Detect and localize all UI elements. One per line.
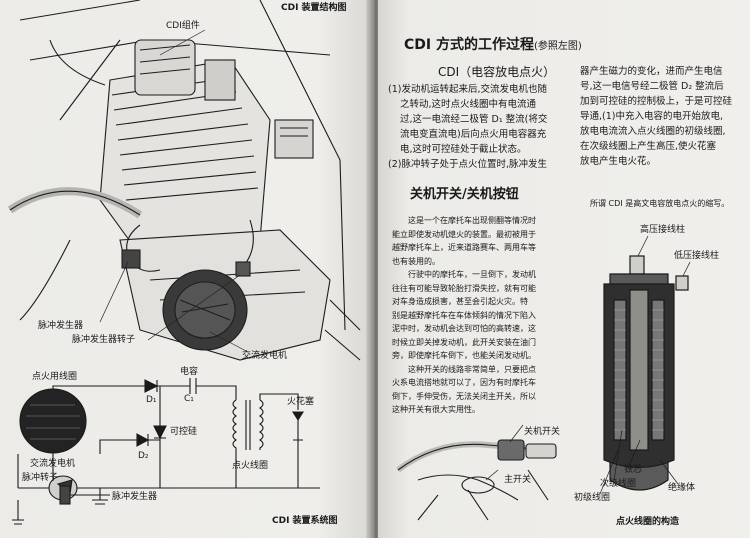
right-page: CDI 方式的工作过程(参照左图) CDI（电容放电点火） (1)发动机运转起来… [378,0,750,538]
lv-terminal-label: 低压接线柱 [674,251,720,261]
secondary-coil-label: 次级线圈 [600,479,637,489]
capacitor-label: C₁ [184,394,194,404]
thyristor-label: 可控硅 [170,427,198,437]
kill-switch-label: 关机开关 [524,427,561,437]
capacitor-title-label: 电容 [180,367,199,377]
ignition-coil-label: 点火线圈 [232,461,269,471]
text-line: 对车身造成损害，甚至会引起火灾。特 [392,297,528,306]
left-column-text: (1)发动机运转起来后,交流发电机也随 之转动,这时点火线圈中有电流通 过,这一… [388,82,547,172]
text-line: 这种开关有很大实用性。 [392,405,480,414]
pulse-rotor-circuit-label: 脉冲转子 [22,473,59,483]
alternator-circuit-label: 交流发电机 [30,459,76,469]
text-line: 时候立即关掉发动机，此开关安装在油门 [392,337,536,347]
text-line: 行驶中的摩托车，一旦倒下，发动机 [408,270,536,279]
engine-illustration [7,0,361,361]
diode1-label: D₁ [146,395,157,405]
text-line: 这种开关的线路非常简单，只要把点 [408,364,536,374]
section-body: 这是一个在摩托车出现侧翻等情况时 能立即使发动机熄火的装置。最初被用于 越野摩托… [392,214,536,417]
hv-terminal-label: 高压接线柱 [640,225,686,235]
pulse-generator-label: 脉冲发生器 [38,321,84,331]
text-line: 倒下，手伸受伤，无法关闭主开关，所以 [392,391,536,401]
diode2-label: D₂ [138,451,149,461]
main-switch-label: 主开关 [504,475,532,485]
text-line: 放电产生电火花。 [580,156,657,167]
pulse-generator-circuit-label: 脉冲发生器 [112,492,158,502]
text-line: (2)脉冲转子处于点火位置时,脉冲发生 [388,159,547,170]
core-label: 铁芯 [624,465,643,475]
text-line: 这是一个在摩托车出现侧翻等情况时 [408,216,536,225]
text-line: 导通,(1)中充入电容的电开始放电, [580,111,723,122]
left-page: CDI 装置结构图 CDI组件 脉冲发生器 脉冲发生器转子 交流发电机 [0,0,372,538]
text-line: 放电电流流入点火线圈的初级线圈, [580,126,726,137]
text-line: 流电变直流电)后向点火用电容器充 [400,129,547,140]
cdi-note: 所谓 CDI 是高文电容放电点火的缩写。 [590,199,730,208]
text-line: 越野摩托车上，近来道路赛车、两用车等 [392,243,536,252]
text-line: 也有装用的。 [392,256,440,266]
text-line: (1)发动机运转起来后,交流发电机也随 [388,84,547,95]
pulse-rotor-label: 脉冲发生器转子 [72,335,136,345]
primary-coil-label: 初级线圈 [574,493,611,503]
text-line: 之转动,这时点火线圈中有电流通 [400,99,537,110]
text-line: 往往有可能导致轮胎打滑失控，就有可能 [392,283,536,293]
alternator-label: 交流发电机 [242,351,288,361]
text-line: 加到可控硅的控制极上，于是可控硅 [580,96,733,107]
right-column-text: 器产生磁力的变化，进而产生电信 号,这一电信号经二极管 D₂ 整流后 加到可控硅… [580,64,732,169]
page-subtitle: CDI（电容放电点火） [438,65,556,79]
text-line: 火系电流搭地就可以了，因为有时摩托车 [392,378,536,387]
section-title: 关机开关/关机按钮 [410,187,519,202]
text-line: 号,这一电信号经二极管 D₂ 整流后 [580,81,724,92]
top-figure-caption: CDI 装置结构图 [281,3,347,13]
text-line: 旁，即使摩托车倒下，也能关闭发动机。 [392,351,536,360]
cdi-unit-label: CDI组件 [166,21,200,31]
text-line: 别是越野摩托车在车体倾斜的情况下陷入 [392,310,536,320]
page-title: CDI 方式的工作过程(参照左图) [404,37,582,53]
coil-figure-caption: 点火线圈的构造 [616,517,680,527]
spark-plug-label: 火花塞 [287,397,315,407]
circuit-diagram [12,378,320,525]
bottom-figure-caption: CDI 装置系统图 [272,516,338,526]
text-line: 过,这一电流经二极管 D₁ 整流(将交 [400,114,548,125]
insulator-label: 绝缘体 [668,483,696,493]
text-line: 能立即使发动机熄火的装置。最初被用于 [392,229,536,239]
text-line: 在次级线圈上产生高压,使火花塞 [580,141,717,152]
text-line: 泥中时，发动机会达到可怕的高转速，这 [392,324,536,333]
ignition-coil-winding-label: 点火用线圈 [32,372,78,382]
ignition-coil-illustration [599,235,691,495]
text-line: 器产生磁力的变化，进而产生电信 [580,66,723,77]
handlebar-switch-illustration [396,424,557,521]
text-line: 电,这时可控硅处于截止状态。 [400,144,527,155]
